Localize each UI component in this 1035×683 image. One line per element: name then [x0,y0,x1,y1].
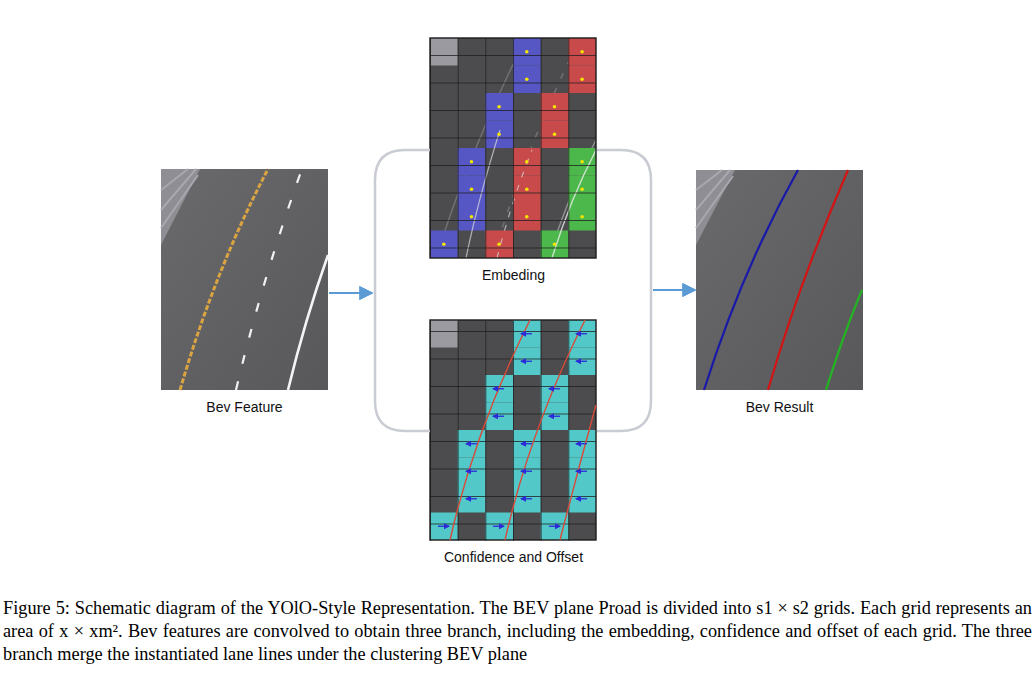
svg-path [560,405,596,540]
svg-path [576,443,587,444]
svg-circle [553,132,557,136]
svg-circle [580,160,584,164]
svg-g [442,50,584,246]
grid-panel: Confidence and Offset [430,319,597,575]
svg-circle [470,215,474,219]
svg-rect [430,320,596,540]
svg-path [493,388,504,389]
svg-circle [525,77,529,81]
svg-path [466,471,477,472]
svg-circle [470,187,474,191]
svg-path [549,526,560,527]
svg-circle [580,77,584,81]
svg-path [236,169,302,390]
svg-g [430,320,596,540]
svg-path [288,255,328,390]
svg-path [576,471,587,472]
brace [375,293,430,431]
svg-path [161,169,198,228]
svg-path [549,388,560,389]
svg-path [576,498,587,499]
brace-connector [597,150,695,290]
image-panel: Bev Feature [161,169,328,425]
brace-connector [597,290,695,431]
arrow-line [329,292,372,294]
grid-panel: Embeding [430,38,597,294]
svg-path [696,170,733,228]
svg-path [438,526,449,527]
svg-circle [580,215,584,219]
svg-path [521,471,532,472]
brace [597,290,651,431]
svg-circle [497,105,501,109]
svg-circle [580,50,584,54]
svg-rect [430,38,596,258]
svg-path [704,170,798,390]
svg-circle [497,242,501,246]
svg-g [438,334,587,527]
svg-rect [430,38,596,258]
svg-g [450,320,596,540]
svg-path [826,290,862,390]
bev-result-image [696,170,863,390]
arrow-line [653,289,695,291]
svg-path [505,320,585,540]
svg-polygon [696,170,735,245]
brace [597,150,651,290]
brace-connector [329,150,430,293]
svg-circle [553,105,557,109]
panel-label: Embeding [482,267,545,283]
image-panel: Bev Result [696,170,863,426]
svg-circle [442,242,446,246]
panel-label: Bev Result [746,399,814,415]
svg-circle [525,187,529,191]
svg-rect [430,38,596,258]
bev-feature-image [161,169,328,390]
svg-path [180,169,268,390]
embedding-grid [430,38,596,258]
figure-caption: Figure 5: Schematic diagram of the YOlO-… [3,597,1032,666]
svg-path [466,443,477,444]
brace-connector [329,293,430,431]
svg-path [521,498,532,499]
svg-path [450,320,530,540]
arrow-line [329,292,372,294]
svg-polygon [161,169,200,245]
svg-path [576,361,587,362]
svg-circle [553,242,557,246]
svg-rect [430,320,596,540]
svg-circle [580,187,584,191]
panel-label: Bev Feature [206,399,282,415]
svg-circle [497,132,501,136]
svg-path [466,498,477,499]
svg-circle [525,160,529,164]
svg-path [493,416,504,417]
svg-rect [430,321,596,541]
arrow-line [653,289,695,291]
svg-circle [470,160,474,164]
svg-circle [525,215,529,219]
svg-circle [525,50,529,54]
confidence-grid [430,320,596,541]
svg-path [521,361,532,362]
svg-path [549,416,560,417]
svg-rect [696,170,863,390]
svg-path [521,333,532,334]
svg-path [493,526,504,527]
svg-rect [161,169,328,390]
svg-path [576,333,587,334]
svg-path [521,443,532,444]
brace [375,150,430,293]
panel-label: Confidence and Offset [444,549,583,565]
